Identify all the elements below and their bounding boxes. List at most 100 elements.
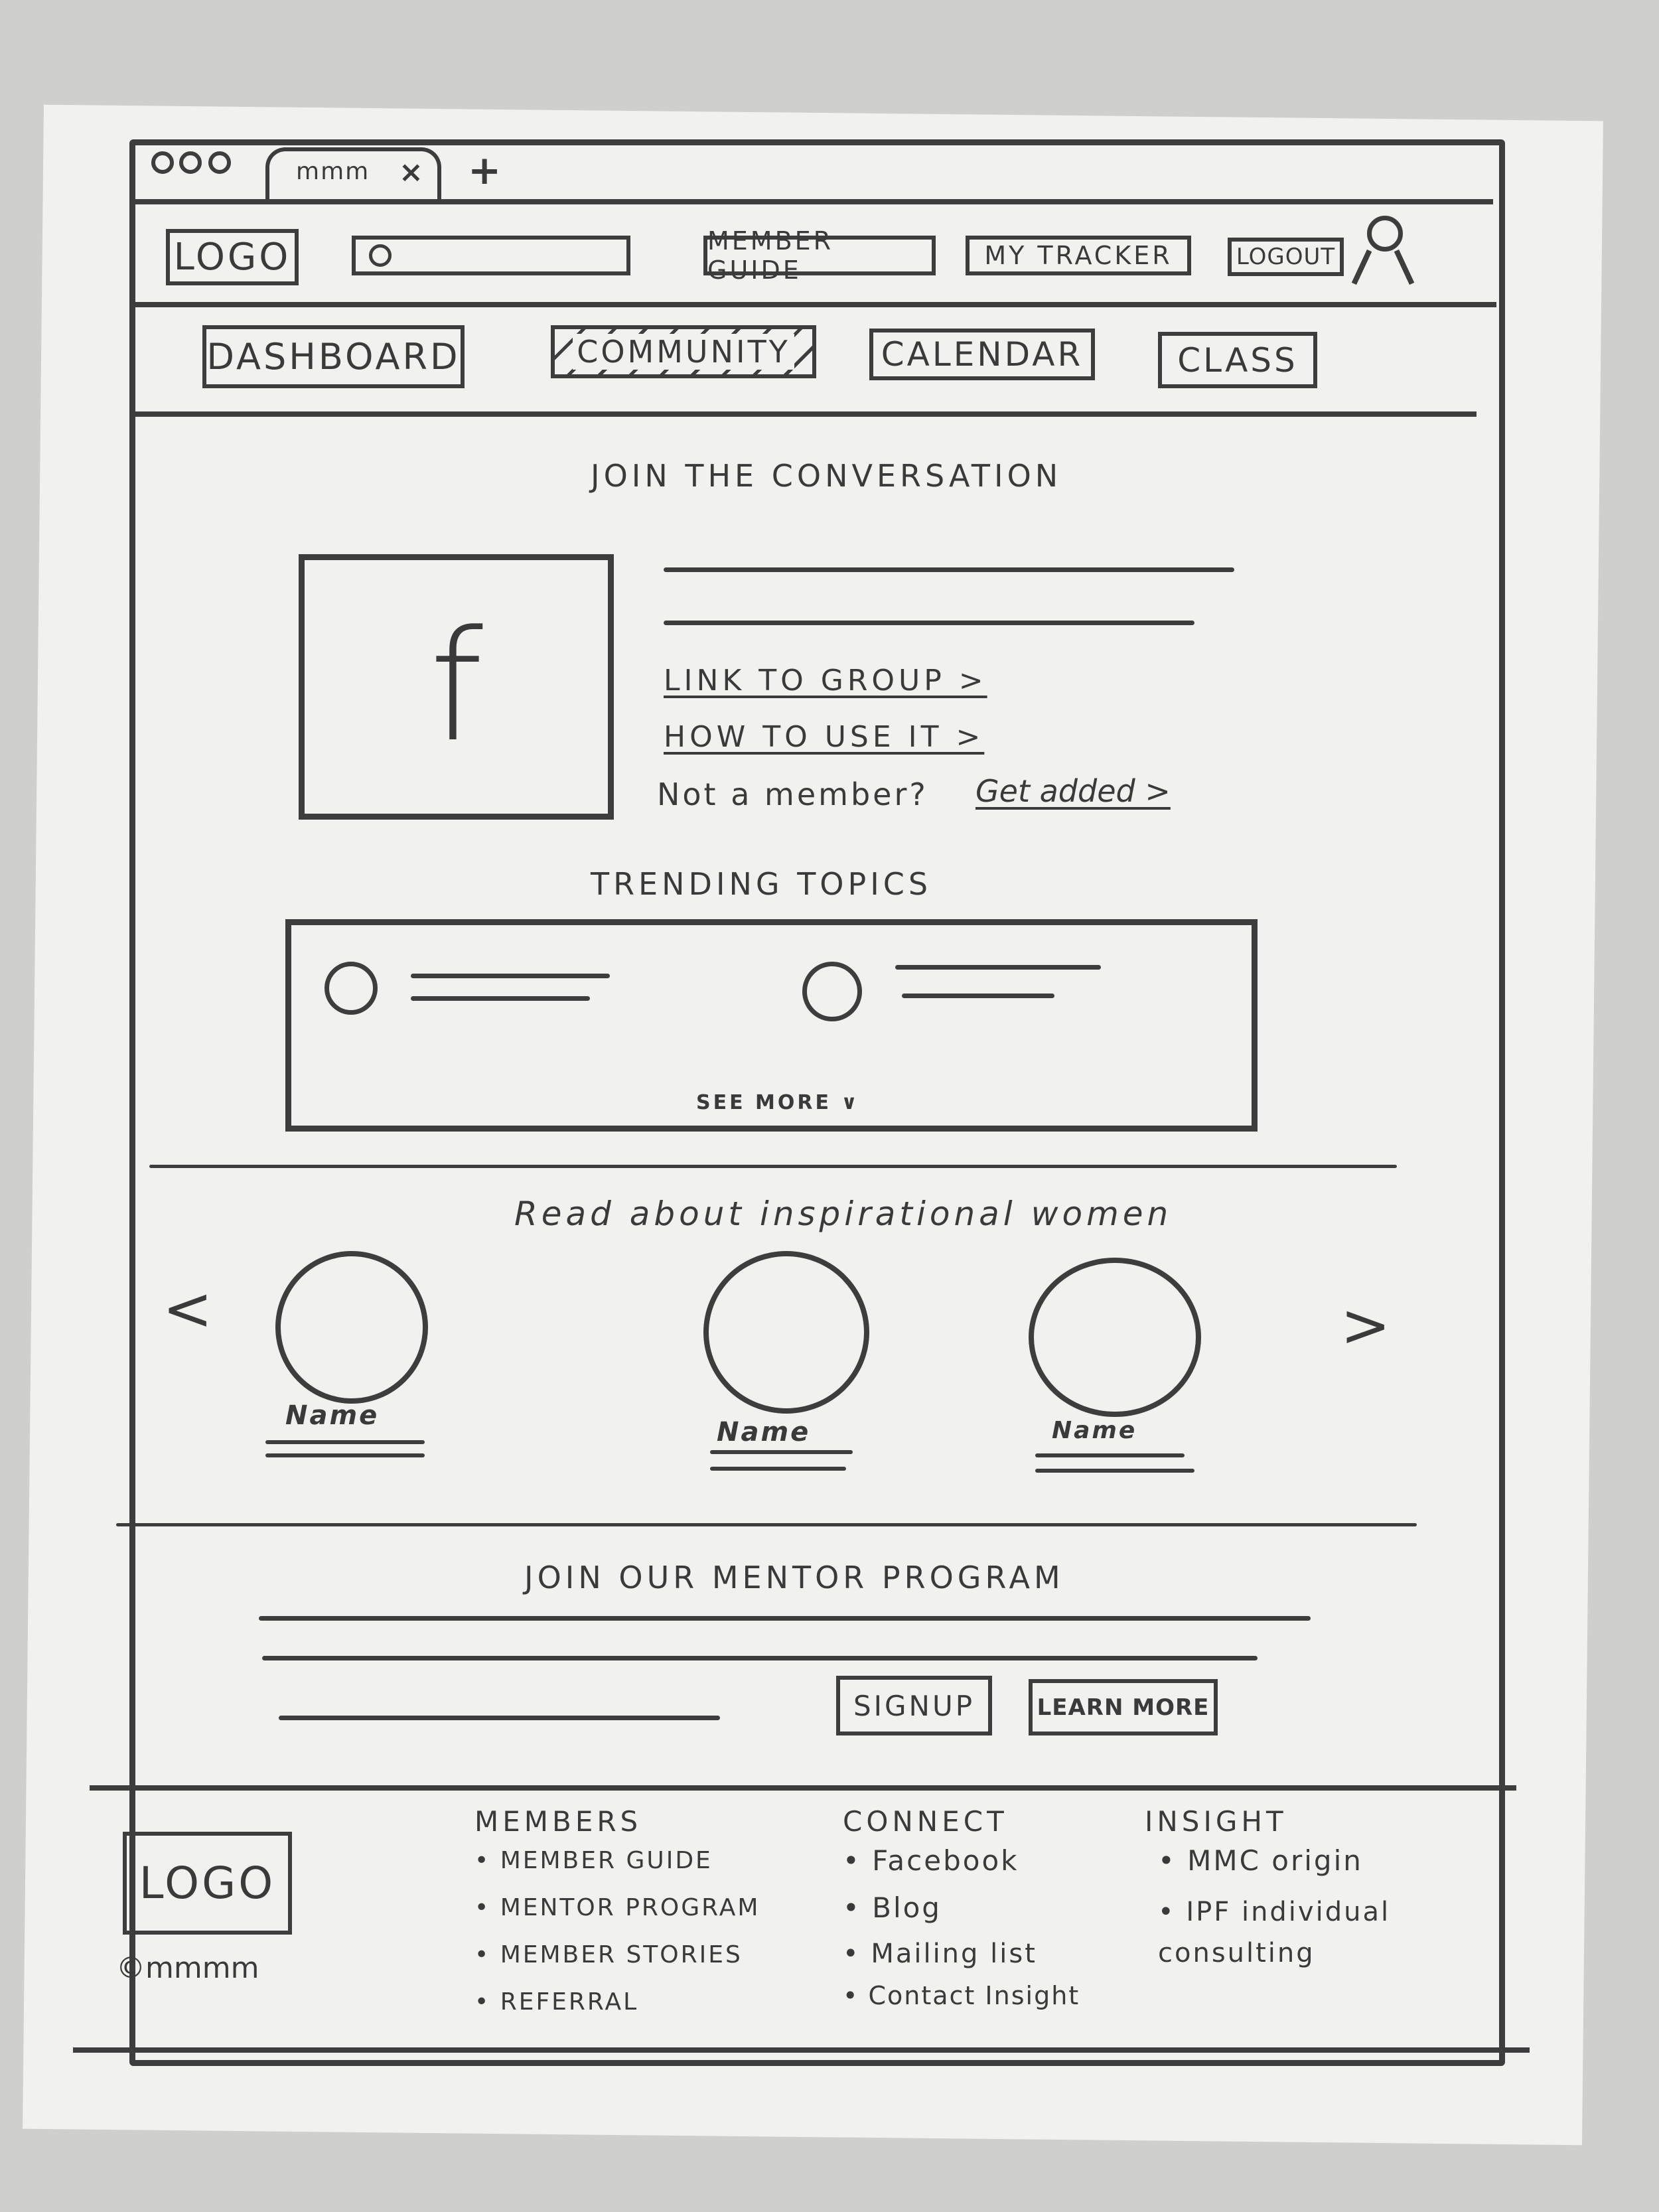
footer-link-label: Contact Insight bbox=[868, 1981, 1080, 2010]
window-dot-icon[interactable] bbox=[151, 151, 174, 174]
search-icon bbox=[369, 244, 392, 267]
profile-avatar-icon bbox=[1029, 1258, 1201, 1417]
browser-window bbox=[129, 139, 1505, 2066]
carousel-next-button[interactable]: > bbox=[1340, 1291, 1391, 1361]
see-more-link[interactable]: SEE MORE ∨ bbox=[696, 1091, 860, 1114]
profile-name: Name bbox=[1052, 1417, 1137, 1444]
my-tracker-label: MY TRACKER bbox=[984, 241, 1173, 270]
my-tracker-link[interactable]: MY TRACKER bbox=[966, 236, 1191, 275]
topic-line bbox=[895, 965, 1101, 970]
profile-avatar-icon bbox=[703, 1251, 869, 1414]
browser-tab[interactable]: mmm × bbox=[265, 147, 441, 199]
description-line bbox=[664, 567, 1234, 572]
conversation-heading: JOIN THE CONVERSATION bbox=[591, 458, 1062, 494]
footer-column-title: CONNECT bbox=[843, 1805, 1008, 1838]
tab-class-label: CLASS bbox=[1177, 340, 1298, 380]
tab-calendar[interactable]: CALENDAR bbox=[869, 329, 1095, 380]
topic-line bbox=[411, 996, 590, 1001]
footer-column-title: INSIGHT bbox=[1145, 1805, 1287, 1838]
window-dot-icon[interactable] bbox=[179, 151, 202, 174]
footer-link[interactable]: • Facebook bbox=[843, 1844, 1019, 1877]
footer-link-label: Blog bbox=[872, 1891, 942, 1924]
footer-link[interactable]: • Blog bbox=[843, 1891, 942, 1924]
learn-more-label: LEARN MORE bbox=[1037, 1694, 1210, 1721]
header-divider bbox=[133, 302, 1496, 307]
footer-link[interactable]: • MEMBER STORIES bbox=[474, 1941, 743, 1968]
logout-button[interactable]: LOGOUT bbox=[1228, 238, 1344, 276]
profile-name: Name bbox=[717, 1417, 811, 1447]
footer-link-label: MEMBER STORIES bbox=[500, 1941, 743, 1968]
inspirational-heading: Read about inspirational women bbox=[514, 1195, 1173, 1233]
copyright: ©mmmm bbox=[116, 1951, 259, 1985]
profile-card[interactable]: Name bbox=[265, 1251, 465, 1463]
footer-logo[interactable]: LOGO bbox=[123, 1832, 292, 1935]
learn-more-button[interactable]: LEARN MORE bbox=[1029, 1679, 1218, 1735]
topic-line bbox=[411, 974, 610, 978]
close-icon[interactable]: × bbox=[399, 155, 423, 189]
mentor-line bbox=[262, 1656, 1258, 1660]
window-bottom-edge bbox=[73, 2047, 1530, 2053]
logout-label: LOGOUT bbox=[1236, 244, 1336, 270]
profile-card[interactable]: Name bbox=[1029, 1258, 1228, 1483]
footer-link[interactable]: • REFERRAL bbox=[474, 1988, 639, 2016]
footer-column-members: MEMBERS • MEMBER GUIDE • MENTOR PROGRAM … bbox=[474, 1805, 806, 2016]
topic-item[interactable] bbox=[325, 962, 670, 1015]
footer-link[interactable]: • Contact Insight bbox=[843, 1981, 1080, 2010]
facebook-icon: f bbox=[429, 598, 483, 776]
profile-line bbox=[710, 1450, 853, 1454]
facebook-card[interactable]: f bbox=[299, 554, 614, 820]
link-to-group[interactable]: LINK TO GROUP > bbox=[664, 664, 987, 698]
member-guide-link[interactable]: MEMBER GUIDE bbox=[703, 226, 936, 285]
description-line bbox=[664, 621, 1194, 625]
tabs-divider bbox=[133, 411, 1477, 417]
footer-column-title: MEMBERS bbox=[474, 1805, 642, 1838]
footer-logo-text: LOGO bbox=[139, 1858, 276, 1909]
member-guide-label: MEMBER GUIDE bbox=[707, 226, 834, 285]
tab-community-label: COMMUNITY bbox=[573, 334, 794, 370]
avatar-icon bbox=[325, 962, 378, 1015]
footer-link[interactable]: • MENTOR PROGRAM bbox=[474, 1894, 760, 1921]
profile-card[interactable]: Name bbox=[703, 1251, 902, 1477]
footer-link-label: REFERRAL bbox=[500, 1988, 639, 2016]
search-input[interactable] bbox=[352, 236, 630, 275]
footer-link[interactable]: • IPF individual consulting bbox=[1158, 1897, 1391, 1968]
footer-column-connect: CONNECT • Facebook • Blog • Mailing list… bbox=[843, 1805, 1141, 2010]
footer-link[interactable]: • Mailing list bbox=[843, 1939, 1037, 1969]
tab-community[interactable]: COMMUNITY bbox=[551, 325, 816, 378]
tab-label: mmm bbox=[296, 158, 370, 185]
topic-line bbox=[902, 994, 1054, 998]
profile-avatar-icon bbox=[275, 1251, 428, 1404]
footer-link-label: MENTOR PROGRAM bbox=[500, 1894, 760, 1921]
footer-link-label: MEMBER GUIDE bbox=[500, 1847, 713, 1874]
how-to-use-link[interactable]: HOW TO USE IT > bbox=[664, 720, 985, 754]
get-added-link[interactable]: Get added > bbox=[975, 773, 1171, 809]
tab-class[interactable]: CLASS bbox=[1158, 332, 1317, 388]
footer-link-label: IPF individual consulting bbox=[1158, 1897, 1391, 1968]
signup-button[interactable]: SIGNUP bbox=[836, 1676, 992, 1735]
footer-link-label: MMC origin bbox=[1187, 1844, 1363, 1877]
footer-link-label: Facebook bbox=[872, 1844, 1019, 1877]
footer-link[interactable]: • MMC origin bbox=[1158, 1844, 1363, 1877]
profile-line bbox=[265, 1440, 425, 1444]
avatar-icon bbox=[802, 962, 862, 1021]
tab-dashboard[interactable]: DASHBOARD bbox=[202, 325, 465, 388]
user-icon[interactable] bbox=[1351, 216, 1415, 289]
mentor-heading: JOIN OUR MENTOR PROGRAM bbox=[524, 1560, 1064, 1595]
plus-icon[interactable]: + bbox=[468, 147, 502, 194]
trending-card: SEE MORE ∨ bbox=[285, 919, 1258, 1132]
window-dot-icon[interactable] bbox=[208, 151, 231, 174]
not-member-text: Not a member? bbox=[657, 776, 928, 812]
carousel-prev-button[interactable]: < bbox=[163, 1274, 213, 1344]
header-logo[interactable]: LOGO bbox=[166, 229, 299, 285]
footer-link[interactable]: • MEMBER GUIDE bbox=[474, 1847, 713, 1874]
topic-item[interactable] bbox=[802, 962, 1147, 1021]
profile-line bbox=[710, 1467, 846, 1471]
profile-name: Name bbox=[285, 1400, 380, 1431]
profile-line bbox=[1035, 1453, 1185, 1457]
profile-line bbox=[1035, 1469, 1194, 1473]
footer-column-insight: INSIGHT • MMC origin • IPF individual co… bbox=[1145, 1805, 1423, 1974]
footer-link-label: Mailing list bbox=[871, 1939, 1037, 1969]
footer-divider bbox=[90, 1785, 1516, 1791]
logo-text: LOGO bbox=[173, 236, 291, 279]
section-divider bbox=[116, 1523, 1417, 1526]
